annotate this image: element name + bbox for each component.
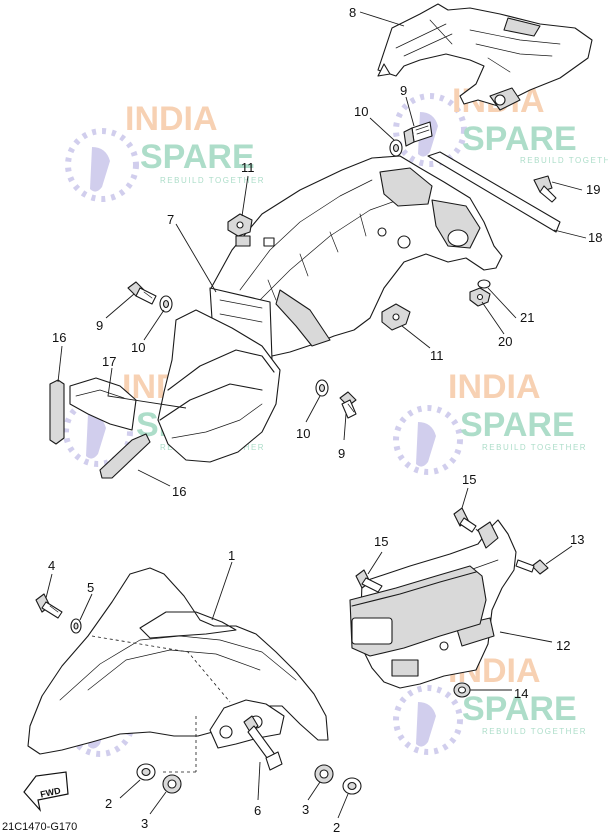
part-3-grommet-left (162, 774, 182, 794)
callout-19: 19 (586, 182, 600, 197)
part-19-screw (533, 175, 557, 203)
part-13-screw (515, 559, 549, 575)
callout-3-right: 3 (302, 802, 309, 817)
watermark-tagline: REBUILD TOGETHER (482, 443, 587, 452)
callout-14: 14 (514, 686, 528, 701)
wrench-icon (393, 405, 463, 475)
part-4-bolt (35, 593, 63, 619)
callout-21: 21 (520, 310, 534, 325)
callout-12: 12 (556, 638, 570, 653)
watermark-tagline: REBUILD TOGETHER (520, 156, 608, 165)
watermark-tagline: REBUILD TOGETHER (482, 727, 587, 736)
callout-7: 7 (167, 212, 174, 227)
part-10-washer-right (315, 379, 329, 397)
watermark-brand-bottom: SPARE (460, 406, 575, 444)
part-21-washer (477, 279, 491, 289)
leader-lines (45, 11, 587, 819)
callout-5: 5 (87, 580, 94, 595)
callout-10-right: 10 (296, 426, 310, 441)
part-17-reflector (69, 377, 137, 431)
wrench-icon (65, 128, 139, 202)
callout-15-top: 15 (462, 472, 476, 487)
callout-11-upper: 11 (241, 160, 255, 175)
guide-line-fender-bolt (91, 635, 231, 703)
part-9-bolt-left (127, 281, 157, 305)
callout-13: 13 (570, 532, 584, 547)
callout-9-right: 9 (338, 446, 345, 461)
part-11-clip-nut-lower (381, 303, 411, 331)
watermark-brand-top: INDIA (448, 368, 541, 406)
part-11-clip-nut-upper (227, 213, 253, 237)
part-15-bolt-top (453, 507, 477, 533)
callout-17: 17 (102, 354, 116, 369)
callout-6: 6 (254, 803, 261, 818)
callout-1: 1 (228, 548, 235, 563)
part-10-washer-left (159, 295, 173, 313)
watermark-brand-bottom: SPARE (462, 690, 577, 728)
part-8-rear-cover (377, 3, 593, 111)
watermark-tagline: REBUILD TOGETHER (160, 176, 265, 185)
watermark-brand-bottom: SPARE (462, 120, 577, 158)
part-1-front-fender (27, 567, 329, 755)
part-15-bolt-left (355, 569, 383, 593)
callout-8: 8 (349, 5, 356, 20)
part-5-washer (70, 618, 82, 634)
callout-15-left: 15 (374, 534, 388, 549)
callout-labels: 8 9 10 11 7 9 10 11 10 9 19 18 21 20 16 … (48, 5, 602, 834)
callout-9-upper: 9 (400, 83, 407, 98)
callout-4: 4 (48, 558, 55, 573)
callout-10-upper: 10 (354, 104, 368, 119)
part-10-washer-upper (389, 139, 403, 157)
callout-11-lower: 11 (430, 348, 444, 363)
part-9-bolt-upper (403, 121, 433, 147)
callout-18: 18 (588, 230, 602, 245)
callout-2-left: 2 (105, 796, 112, 811)
part-2-collar-left (136, 763, 156, 781)
fwd-label: FWD (39, 785, 62, 799)
callout-16-lower: 16 (172, 484, 186, 499)
ecu-box (349, 565, 487, 657)
callout-16-upper: 16 (52, 330, 66, 345)
part-2-collar-right (342, 777, 362, 795)
fwd-arrow-icon: FWD (23, 771, 69, 813)
watermark-bottom-right: INDIA SPARE REBUILD TOGETHER (393, 652, 587, 755)
part-9-bolt-right (339, 391, 357, 419)
part-6-bolt (243, 715, 283, 771)
callout-9-left: 9 (96, 318, 103, 333)
callout-20: 20 (498, 334, 512, 349)
callout-10-left: 10 (131, 340, 145, 355)
part-14-grommet (453, 682, 471, 698)
wrench-icon (393, 685, 463, 755)
part-20-nut (469, 287, 491, 307)
part-16-pad-upper (49, 379, 65, 445)
watermark-brand-top: INDIA (125, 100, 218, 138)
part-3-grommet-right (314, 764, 334, 784)
watermark-brand-bottom: SPARE (140, 138, 255, 176)
watermark-upper-left: INDIA SPARE REBUILD TOGETHER (65, 100, 265, 202)
watermark-middle-right: INDIA SPARE REBUILD TOGETHER (393, 368, 587, 475)
diagram-code: 21C1470-G170 (2, 821, 77, 833)
callout-3-left: 3 (141, 816, 148, 831)
part-16-pad-lower (99, 433, 151, 479)
callout-2-right: 2 (333, 820, 340, 834)
part-7-rear-fender (157, 155, 503, 463)
part-18-strip (427, 151, 561, 233)
